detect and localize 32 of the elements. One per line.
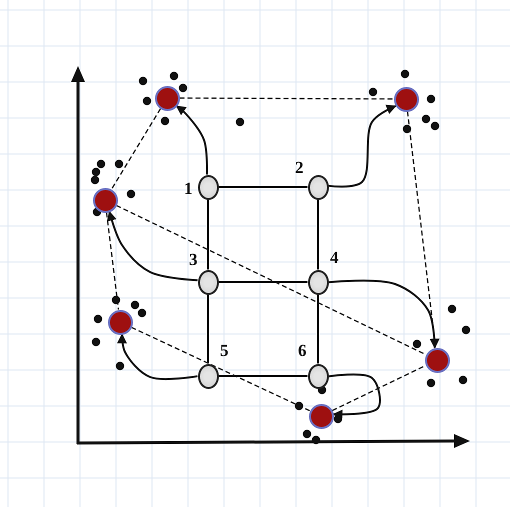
curved-arrow <box>117 333 198 380</box>
cluster-center <box>108 310 132 334</box>
node-number: 1 <box>184 180 192 197</box>
connector-line <box>317 200 319 270</box>
node-number: 6 <box>298 342 306 359</box>
connector-line <box>218 375 308 377</box>
dashed-line <box>180 97 394 100</box>
node-number: 3 <box>189 251 198 268</box>
dashed-line <box>332 364 426 412</box>
cluster-center <box>424 348 450 372</box>
connector-line <box>207 200 209 270</box>
connector-line <box>317 294 319 364</box>
curved-arrow <box>106 210 198 282</box>
node-number: 2 <box>295 159 304 176</box>
dashed-line <box>116 204 426 356</box>
cluster-center <box>308 404 334 428</box>
dashed-line <box>106 212 120 310</box>
connector-line <box>218 281 308 283</box>
dashed-line <box>406 111 436 348</box>
curved-arrow <box>328 280 440 349</box>
curved-arrow <box>328 104 397 188</box>
cluster-center <box>154 86 180 110</box>
curved-arrow <box>328 374 381 420</box>
dashed-line <box>131 326 310 412</box>
cluster-center <box>394 86 418 112</box>
node-number: 4 <box>330 249 338 266</box>
cluster-center <box>92 188 118 212</box>
dashed-line <box>110 108 162 190</box>
connector-line <box>218 186 308 188</box>
connector-line <box>207 294 209 364</box>
curved-arrow <box>176 105 208 175</box>
node-number: 5 <box>220 342 228 359</box>
